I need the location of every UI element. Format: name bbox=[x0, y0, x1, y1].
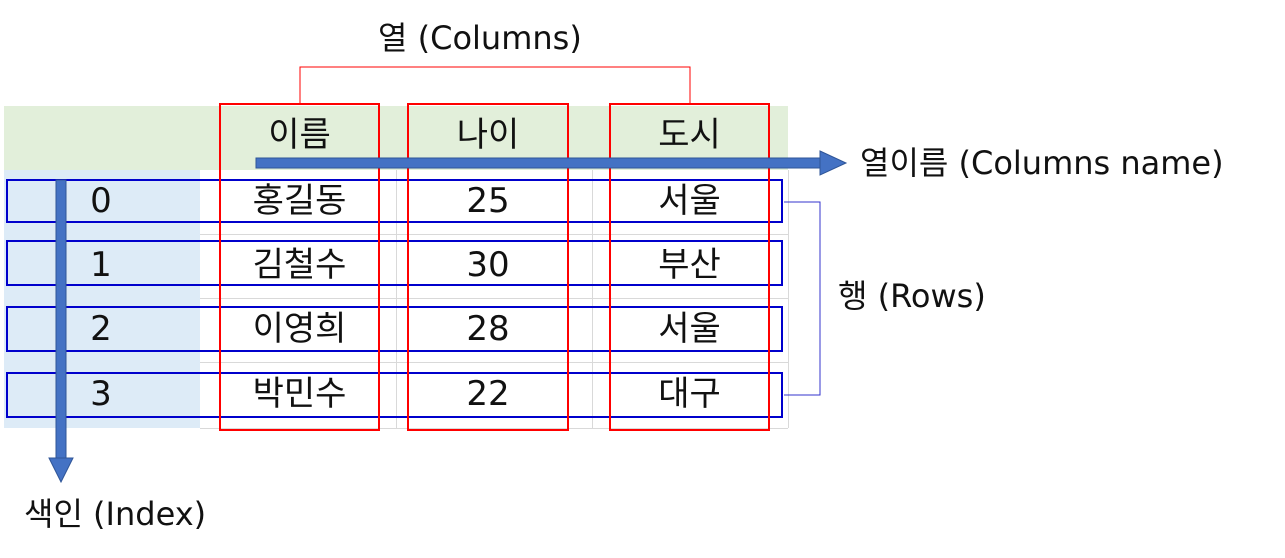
rows-bracket bbox=[784, 201, 821, 396]
grid-line bbox=[396, 170, 397, 428]
columns-name-label: 열이름 (Columns name) bbox=[860, 144, 1224, 182]
grid-line bbox=[200, 428, 788, 429]
column-box-age bbox=[407, 103, 569, 431]
grid-line bbox=[200, 234, 788, 235]
table-cell: 박민수 bbox=[252, 374, 347, 414]
index-arrow-head bbox=[48, 457, 74, 484]
table-cell: 대구 bbox=[658, 374, 721, 414]
grid-line bbox=[200, 298, 788, 299]
columns-name-arrow-shaft bbox=[255, 157, 823, 169]
column-box-name bbox=[219, 103, 380, 431]
grid-line bbox=[592, 170, 593, 428]
table-cell: 서울 bbox=[658, 309, 721, 349]
rows-label: 행 (Rows) bbox=[838, 277, 986, 315]
table-cell: 홍길동 bbox=[252, 181, 347, 221]
table-cell: 서울 bbox=[658, 181, 721, 221]
grid-line bbox=[200, 362, 788, 363]
column-header-city: 도시 bbox=[658, 115, 721, 155]
index-cell: 2 bbox=[90, 309, 112, 349]
table-cell: 28 bbox=[466, 309, 510, 349]
index-label: 색인 (Index) bbox=[24, 495, 207, 533]
index-band bbox=[4, 170, 200, 428]
column-header-age: 나이 bbox=[456, 115, 520, 155]
table-cell: 이영희 bbox=[252, 309, 347, 349]
row-box bbox=[6, 372, 783, 418]
row-box bbox=[6, 179, 783, 223]
index-cell: 0 bbox=[90, 181, 112, 221]
table-cell: 22 bbox=[466, 374, 510, 414]
index-arrow-shaft bbox=[55, 179, 67, 461]
column-box-city bbox=[609, 103, 770, 431]
table-cell: 25 bbox=[466, 181, 510, 221]
columns-label: 열 (Columns) bbox=[378, 19, 582, 57]
column-header-name: 이름 bbox=[268, 115, 331, 155]
table-cell: 부산 bbox=[658, 245, 721, 285]
index-cell: 3 bbox=[90, 374, 112, 414]
row-box bbox=[6, 306, 783, 352]
grid-line bbox=[788, 170, 789, 428]
table-cell: 30 bbox=[466, 245, 510, 285]
table-cell: 김철수 bbox=[252, 245, 347, 285]
columns-name-arrow-head bbox=[819, 150, 848, 176]
index-cell: 1 bbox=[90, 245, 112, 285]
columns-bracket bbox=[299, 66, 691, 103]
row-box bbox=[6, 240, 783, 286]
